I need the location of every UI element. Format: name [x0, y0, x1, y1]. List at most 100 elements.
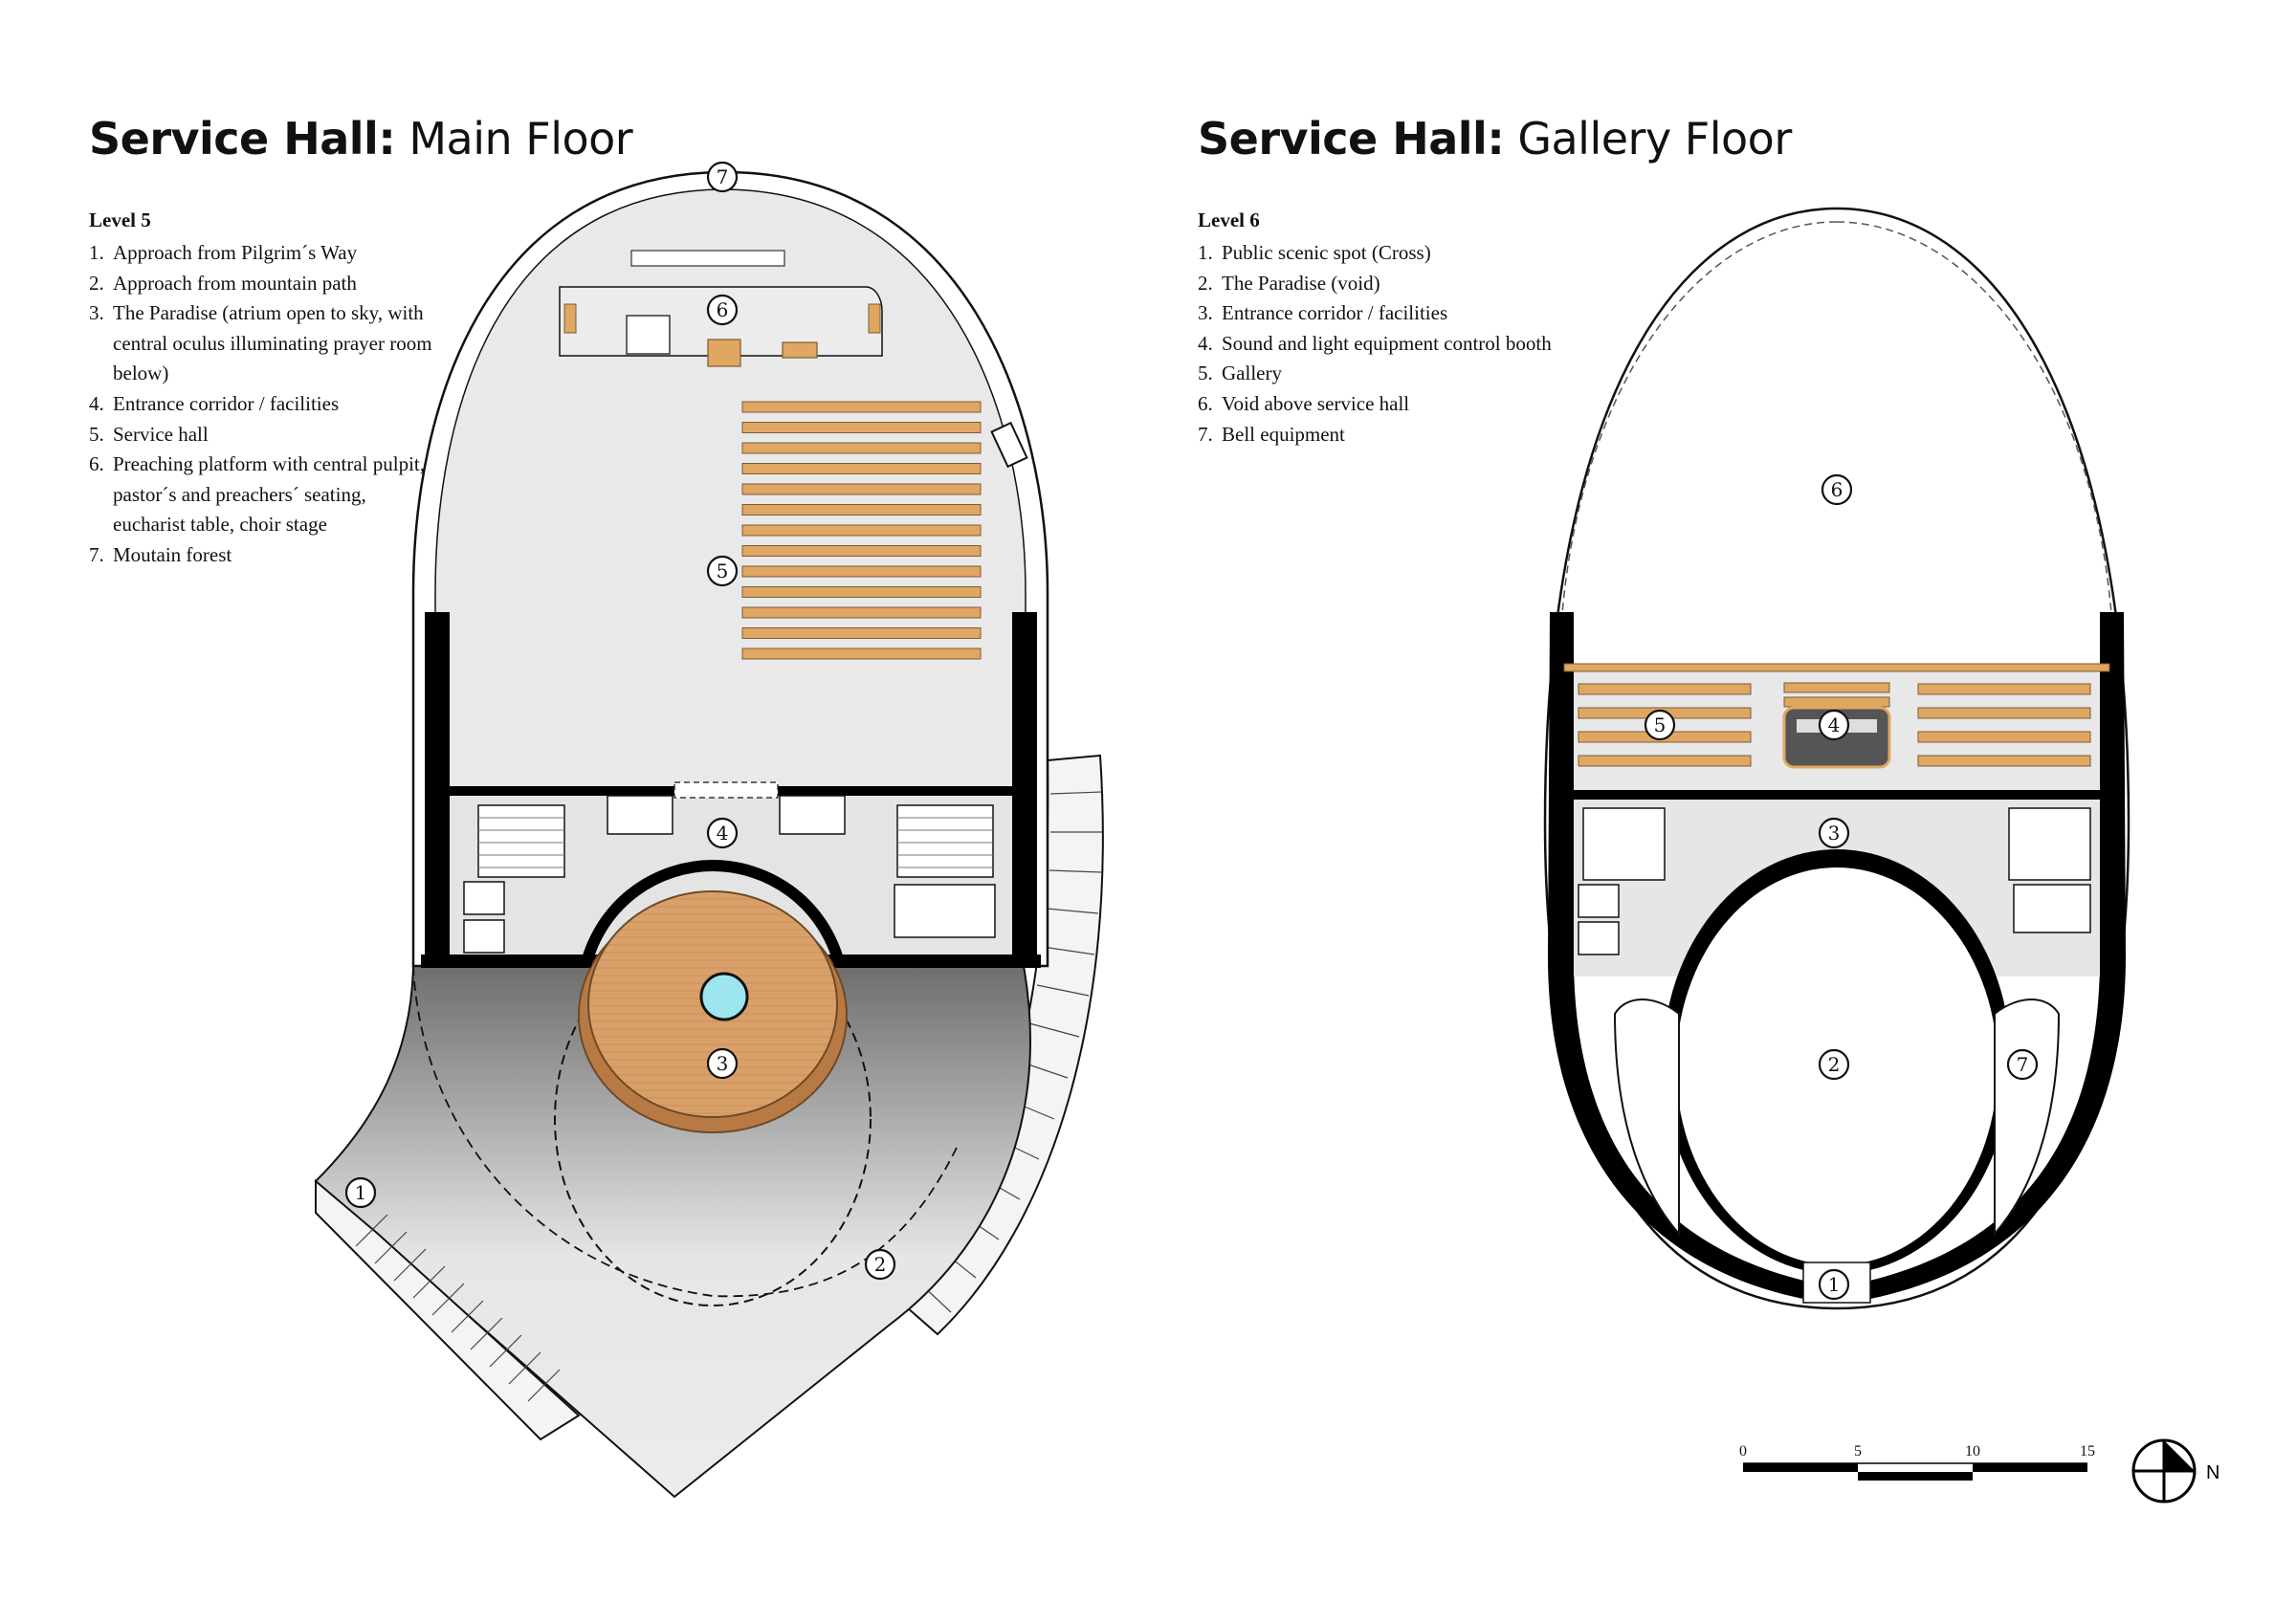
- main-floor-title-bold: Service Hall:: [89, 113, 396, 165]
- main-callout-2: 2: [864, 1248, 896, 1281]
- svg-text:3: 3: [717, 1052, 729, 1075]
- gallery-toilets: [2013, 884, 2091, 933]
- gallery-dashed-roof: [1558, 221, 2115, 670]
- legend-item: 7.Moutain forest: [89, 542, 232, 566]
- west-stairwell: [477, 804, 565, 878]
- gallery-pew: [1917, 755, 2091, 767]
- main-callout-6: 6: [706, 294, 739, 326]
- scale-tick-15: 15: [2080, 1443, 2095, 1459]
- legend-item: 5.Service hall: [89, 422, 209, 446]
- east-stair-lines: [897, 817, 993, 868]
- main-callout-5: 5: [706, 555, 739, 587]
- west-stair: [315, 1178, 581, 1441]
- east-window-bay: [990, 421, 1028, 469]
- pew: [741, 586, 982, 598]
- gallery-floor-legend: Level 6 1.Public scenic spot (Cross) 2.T…: [1198, 208, 1638, 450]
- side-bench-w: [563, 303, 577, 334]
- elevator-1: [463, 881, 505, 915]
- gallery-pew: [1783, 682, 1890, 693]
- gallery-callout-5: 5: [1644, 709, 1676, 741]
- gallery-pew: [1917, 731, 2091, 743]
- entrance-corridor: [450, 796, 1012, 955]
- east-stair-ramp: [897, 754, 1104, 1336]
- pulpit: [707, 339, 741, 367]
- svg-text:5: 5: [717, 560, 729, 582]
- svg-text:1: 1: [1828, 1273, 1841, 1296]
- east-stairwell: [896, 804, 994, 878]
- legend-item: 3.The Paradise (atrium open to sky, with…: [89, 301, 432, 385]
- gallery-south-wall: [1574, 790, 2100, 800]
- legend-item: 7.Bell equipment: [1198, 422, 1345, 446]
- legend-item: 2.Approach from mountain path: [89, 271, 357, 295]
- gallery-west-stair: [1582, 807, 1666, 881]
- legend-item: 1.Public scenic spot (Cross): [1198, 241, 1431, 264]
- choir-seats: [630, 250, 785, 267]
- gallery-callout-1: 1: [1818, 1268, 1850, 1301]
- gallery-pew: [1578, 755, 1752, 767]
- svg-text:6: 6: [717, 298, 729, 321]
- svg-text:5: 5: [1654, 713, 1667, 736]
- gallery-pew: [1917, 707, 2091, 719]
- gallery-callout-6: 6: [1821, 473, 1853, 506]
- legend-item: 4.Entrance corridor / facilities: [89, 391, 340, 415]
- gallery-elevator-2: [1578, 921, 1620, 955]
- gallery-callout-2: 2: [1818, 1048, 1850, 1081]
- svg-text:1: 1: [355, 1181, 367, 1204]
- pew: [741, 463, 982, 474]
- north-label: N: [2206, 1462, 2219, 1483]
- legend-item: 6.Preaching platform with central pulpit…: [89, 452, 425, 537]
- pew: [741, 401, 982, 413]
- pew: [741, 627, 982, 639]
- scale-bar: 0 5 10 15: [1739, 1443, 2095, 1481]
- eucharist-table: [782, 341, 818, 359]
- svg-text:6: 6: [1831, 478, 1843, 501]
- pew: [741, 647, 982, 660]
- drum-curved-wall: [580, 859, 846, 968]
- svg-text:2: 2: [1828, 1053, 1841, 1076]
- gallery-callout-3: 3: [1818, 817, 1850, 849]
- gallery-elevator-1: [1578, 884, 1620, 918]
- main-floor-legend: Level 5 1.Approach from Pilgrim´s Way 2.…: [89, 208, 529, 571]
- paradise-plaza: [314, 965, 1031, 1499]
- main-floor-title: Service Hall: Main Floor: [89, 113, 633, 165]
- west-stair-lines: [478, 817, 564, 868]
- svg-text:7: 7: [717, 165, 729, 188]
- main-floor-level: Level 5: [89, 208, 151, 231]
- gallery-east-stair: [2008, 807, 2091, 881]
- pew: [741, 545, 982, 557]
- scale-tick-0: 0: [1739, 1443, 1747, 1459]
- toilets: [894, 884, 996, 938]
- legend-item: 3.Entrance corridor / facilities: [1198, 301, 1448, 325]
- scale-tick-5: 5: [1854, 1443, 1862, 1459]
- pew: [741, 524, 982, 537]
- gallery-floor-title: Service Hall: Gallery Floor: [1198, 113, 1792, 165]
- pew: [741, 442, 982, 454]
- north-arrow: N: [2131, 1438, 2219, 1503]
- east-door-lobby: [779, 795, 846, 835]
- east-wall: [1012, 612, 1037, 956]
- svg-text:7: 7: [2017, 1053, 2029, 1076]
- legend-item: 5.Gallery: [1198, 362, 1282, 385]
- side-bench-e: [868, 303, 881, 334]
- legend-item: 4.Sound and light equipment control boot…: [1198, 331, 1552, 355]
- legend-item: 2.The Paradise (void): [1198, 271, 1380, 295]
- oculus: [699, 972, 749, 1021]
- scale-tick-10: 10: [1965, 1443, 1980, 1459]
- gallery-callout-7: 7: [2006, 1048, 2039, 1081]
- pew: [741, 565, 982, 578]
- pew: [741, 422, 982, 433]
- main-callout-4: 4: [706, 817, 739, 849]
- main-callout-7: 7: [706, 161, 739, 193]
- main-entrance: [673, 781, 779, 799]
- svg-text:4: 4: [717, 822, 729, 845]
- pew: [741, 504, 982, 516]
- west-door-lobby: [607, 795, 673, 835]
- gallery-floor-level: Level 6: [1198, 208, 1260, 231]
- gallery-floor-title-bold: Service Hall:: [1198, 113, 1505, 165]
- west-stair-treads: [355, 1214, 561, 1402]
- legend-item: 1.Approach from Pilgrim´s Way: [89, 241, 358, 264]
- gallery-pew: [1783, 696, 1890, 708]
- organ: [626, 315, 671, 355]
